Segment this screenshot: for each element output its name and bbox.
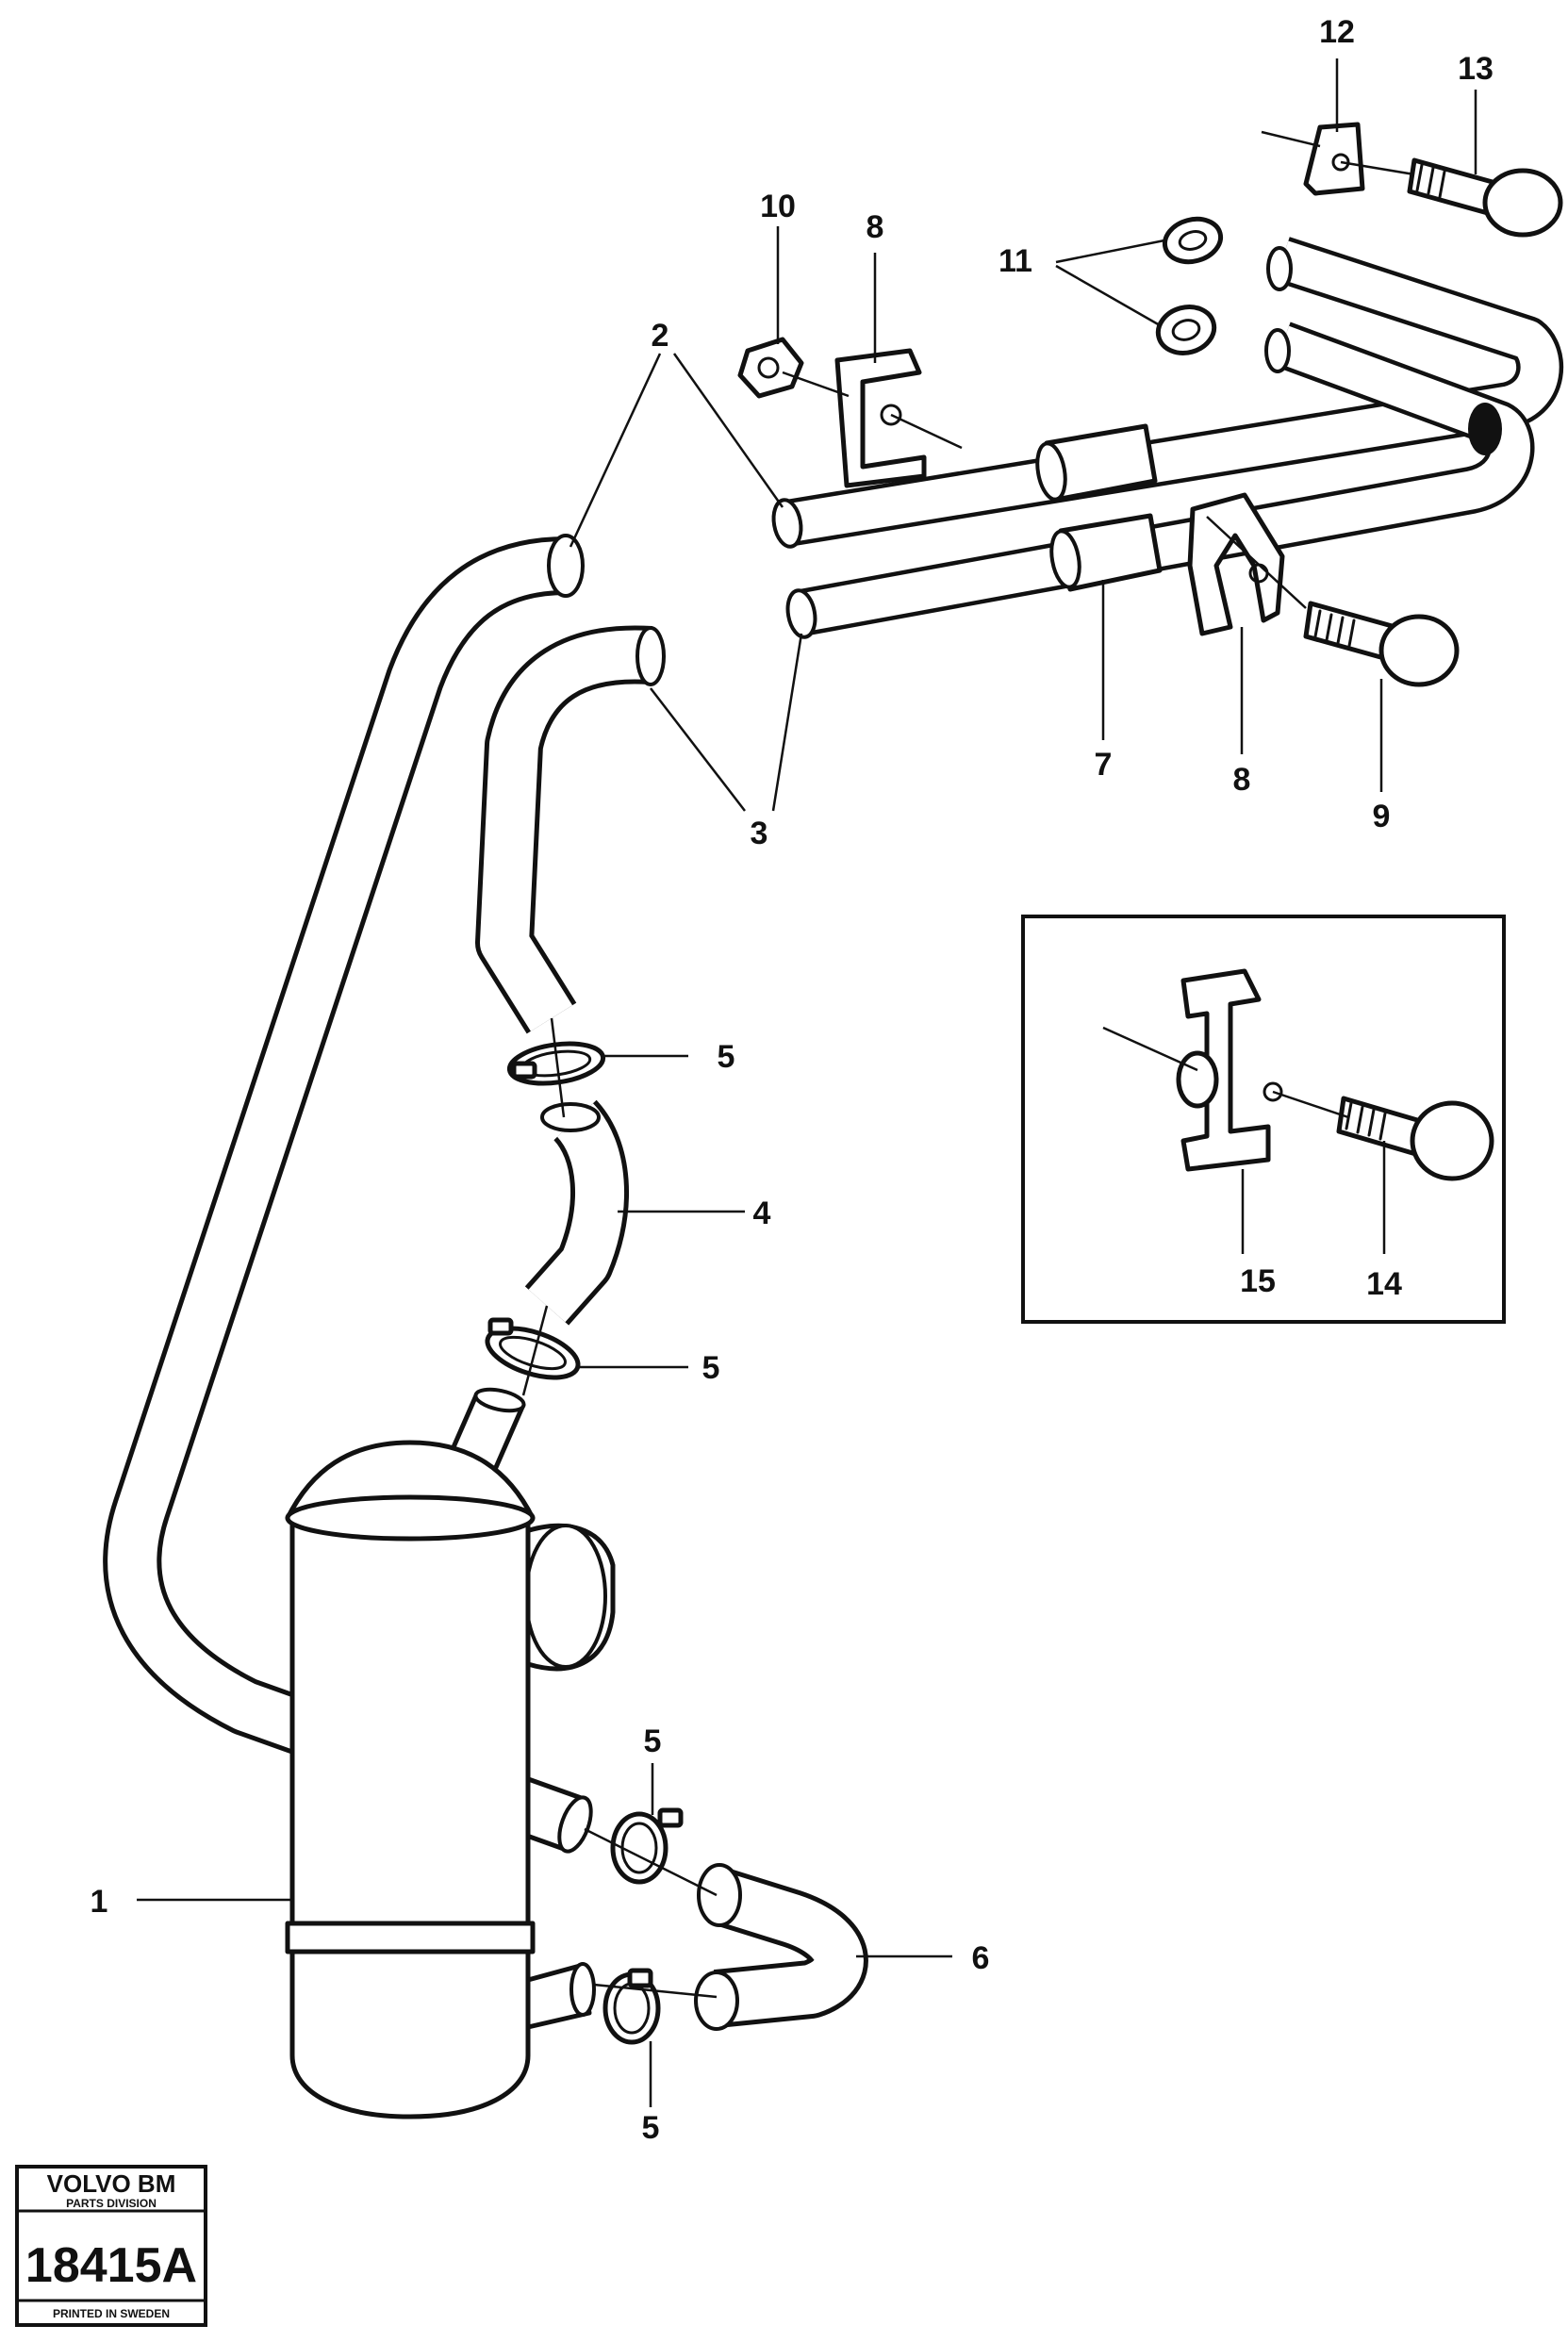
bolt-13 [1407,157,1563,238]
callout-7: 7 [1095,747,1113,783]
callout-5-middle: 5 [702,1350,720,1386]
bracket-upper [834,348,927,488]
hose-clamp-upper [506,1041,606,1086]
nut-10 [737,337,804,399]
leader-lines [137,58,1477,2107]
callout-4: 4 [753,1196,771,1231]
stamp-number: 18415A [25,2238,197,2293]
rubber-sleeve-lower [1049,513,1163,592]
washer-lower [1155,305,1217,355]
callout-15: 15 [1240,1263,1276,1299]
callout-9: 9 [1373,799,1391,834]
bolt-9 [1303,601,1460,687]
callout-labels: 1 2 3 4 5 5 5 5 6 7 8 9 8 10 11 12 13 15… [91,14,1494,2146]
washer-upper [1162,216,1224,265]
callout-10: 10 [760,189,796,224]
callout-6: 6 [972,1940,990,1976]
callout-3: 3 [751,816,768,851]
callout-13: 13 [1458,51,1494,87]
callout-12: 12 [1319,14,1355,50]
callout-8-lower: 8 [1233,762,1251,798]
callout-14: 14 [1366,1266,1402,1302]
parts-division-stamp: VOLVO BM PARTS DIVISION 18415A PRINTED I… [15,2165,207,2327]
callout-5-lower-right: 5 [644,1724,662,1759]
callout-11: 11 [999,243,1032,279]
rigid-pipe-assembly [771,237,1563,639]
long-coolant-hose [103,534,593,1854]
clip-plate-12 [1303,122,1365,196]
stamp-footer: PRINTED IN SWEDEN [53,2307,170,2320]
hose-clamp-lower-b [602,1968,661,2045]
callout-8-upper: 8 [867,209,884,245]
rubber-sleeve-upper [1035,423,1158,503]
callout-1: 1 [91,1884,108,1920]
elbow-hose-4 [524,1099,629,1326]
callout-2: 2 [652,318,669,354]
detail-inset [1021,915,1506,1324]
u-hose-6 [694,1863,868,2031]
stamp-division: PARTS DIVISION [66,2197,157,2210]
stamp-brand: VOLVO BM [47,2169,176,2198]
expansion-tank [285,1387,616,2119]
callout-5-upper: 5 [718,1039,735,1075]
hose-clamp-middle [485,1317,581,1380]
upper-hose-3 [475,625,666,1034]
hose-clamp-lower-a [610,1807,684,1885]
callout-5-lower: 5 [642,2110,660,2146]
